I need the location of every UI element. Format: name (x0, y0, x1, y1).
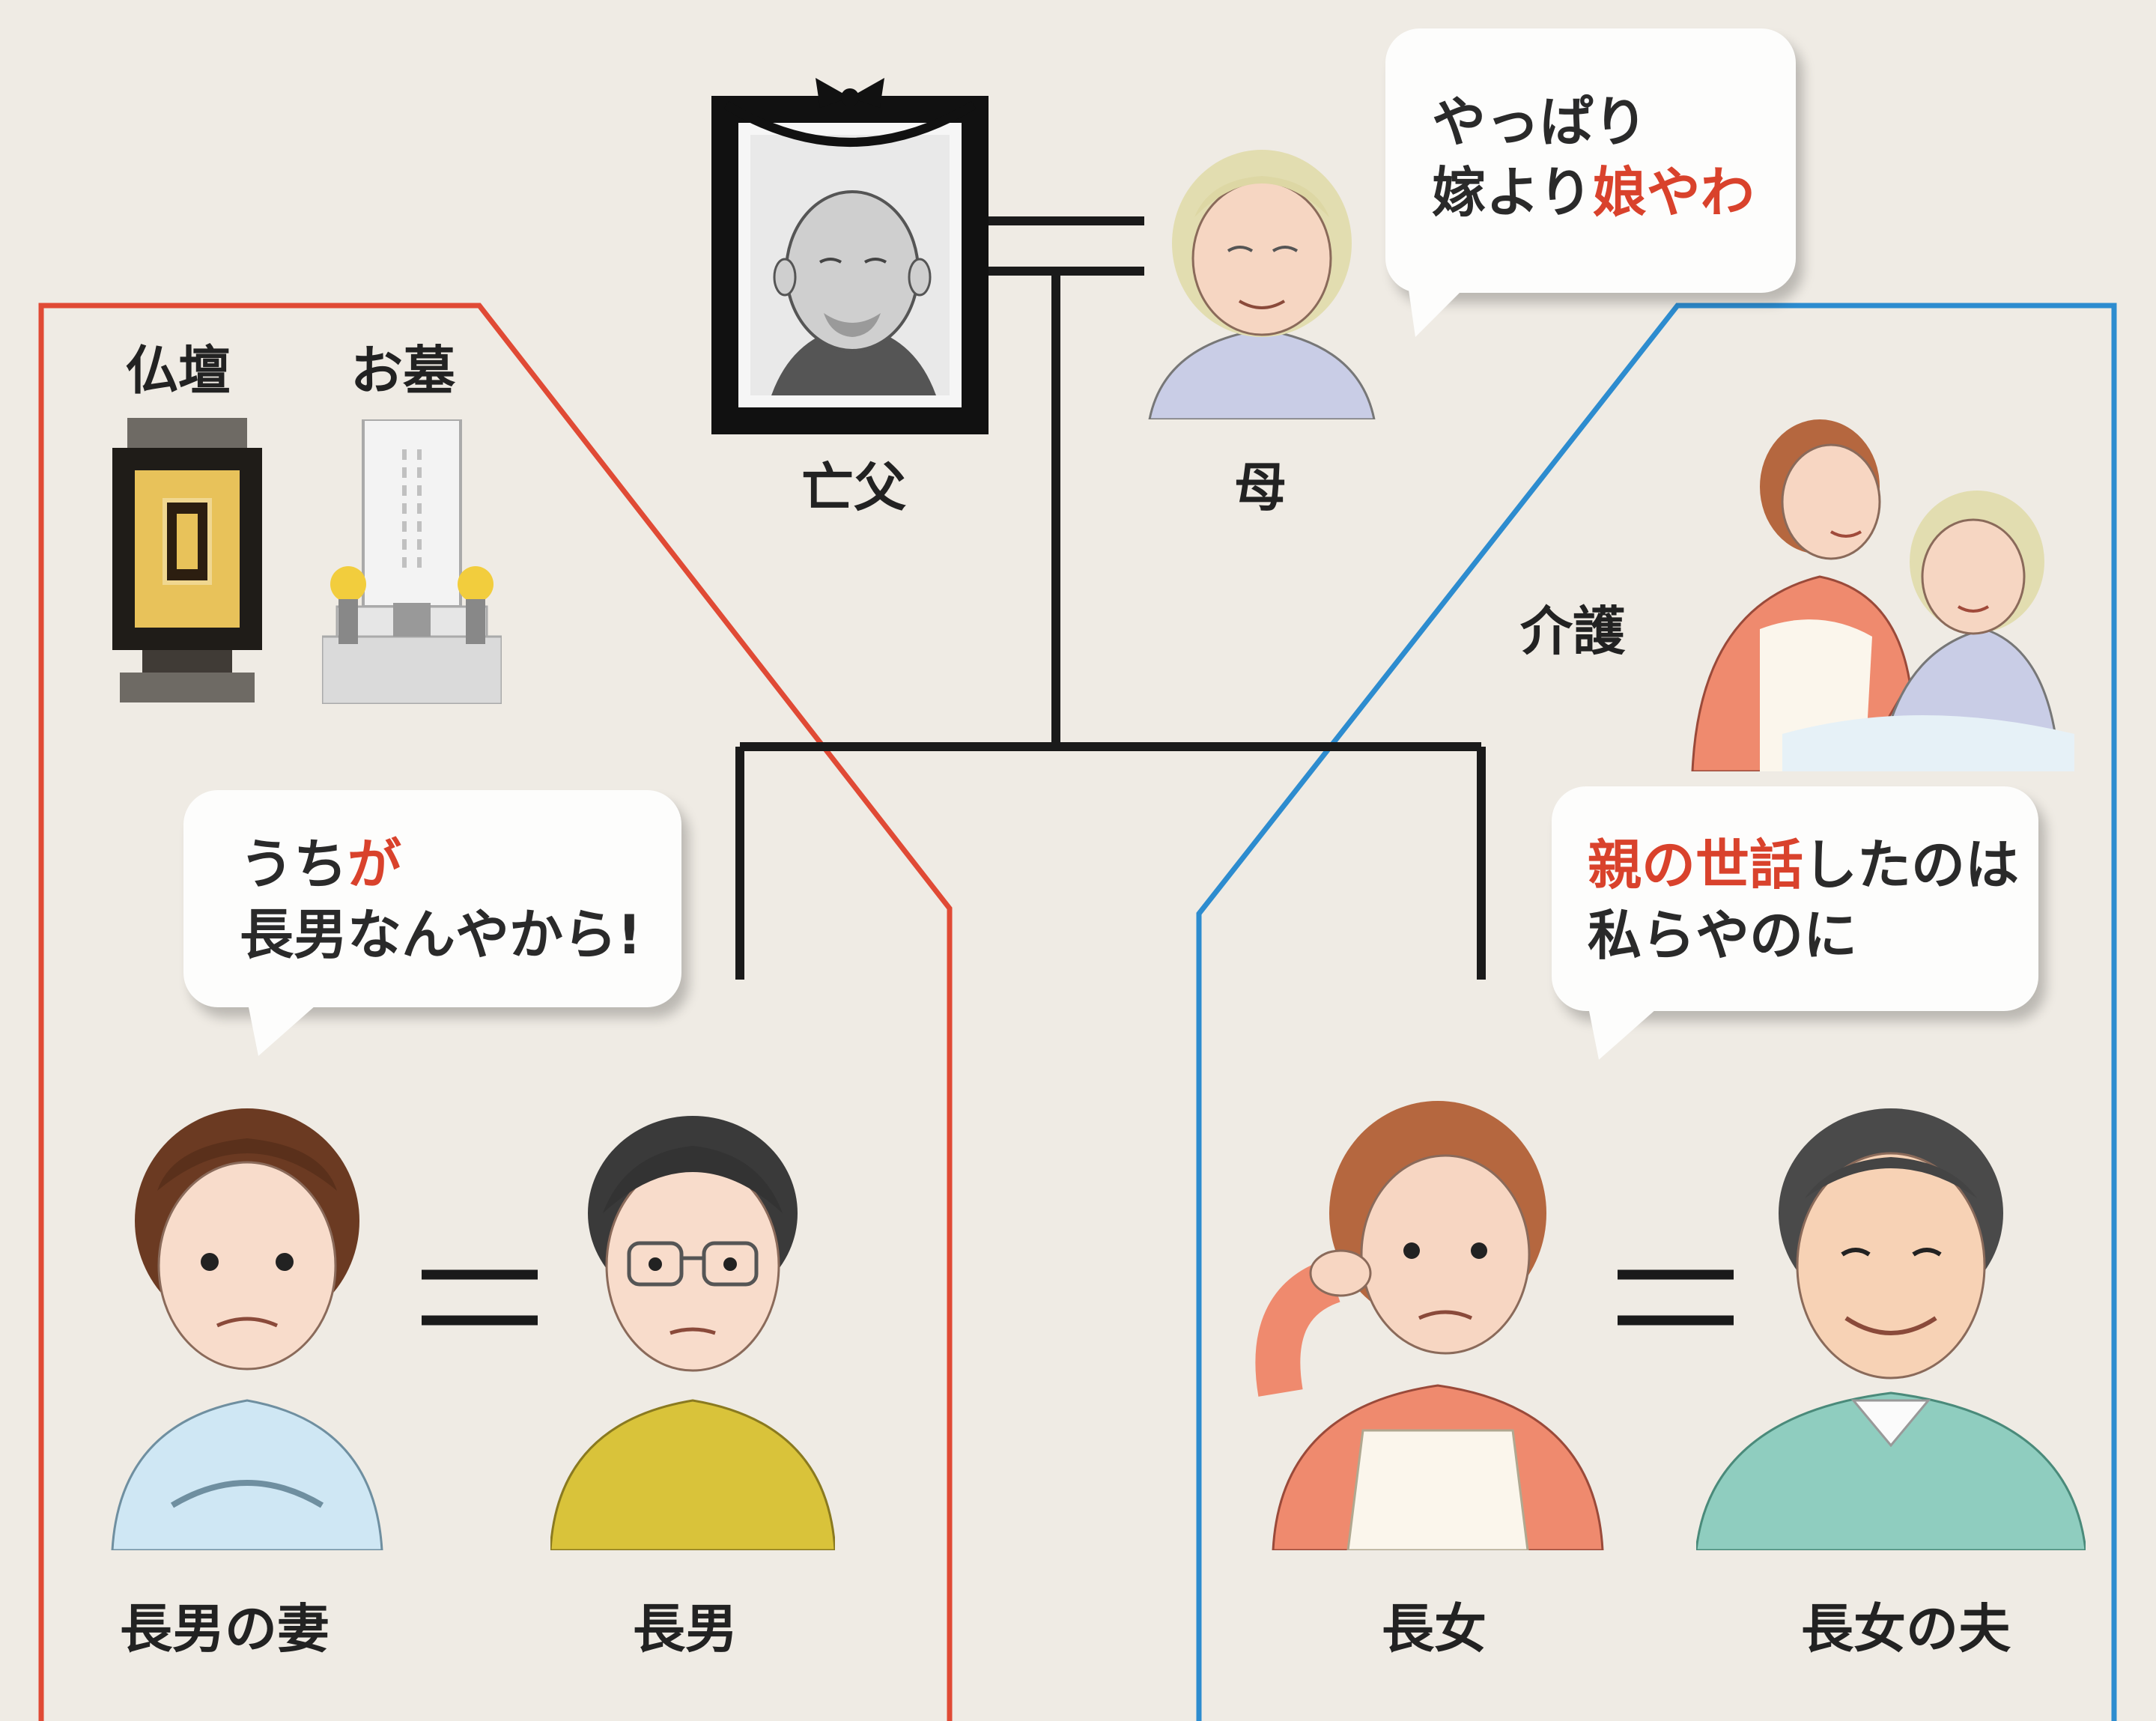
mother-bubble-line1: やっぱり (1432, 91, 1648, 154)
red-group-boundary (38, 303, 953, 1721)
eldest-daughter-husband-label: 長女の夫 (1801, 1598, 2011, 1660)
eldest-daughter-speech-bubble: 親の世話したのは 私らやのに (1552, 786, 2038, 1011)
mother-bubble-line2: 嫁より娘やわ (1432, 157, 1755, 228)
smiling-man-icon (1696, 1108, 2086, 1550)
eldest-daughter-bubble-line2: 私らやのに (1588, 904, 1858, 967)
mother-label: 母 (1234, 457, 1287, 518)
mother-bubble-tail (1408, 285, 1468, 337)
eldest-daughter-bubble-line1-plain: したのは (1803, 834, 2020, 896)
memorial-portrait-icon (711, 78, 989, 434)
mother-bubble-line2-highlight: 娘やわ (1592, 161, 1755, 224)
eldest-son-bubble-line1-highlight: が (347, 833, 402, 896)
eldest-daughter-label: 長女 (1382, 1598, 1487, 1660)
eldest-daughter-bubble-line1: 親の世話したのは (1588, 830, 2019, 900)
butsudan-altar-icon (112, 418, 262, 702)
eldest-daughter-bubble-tail (1588, 1004, 1662, 1060)
caregiving-icon (1691, 419, 2074, 771)
eldest-son-bubble-line1-plain: うち (240, 833, 348, 896)
eldest-daughter-bubble-line1-highlight: 親の世話 (1588, 834, 1804, 896)
grave-stone-icon (322, 419, 502, 704)
man-glasses-icon (550, 1116, 835, 1550)
butsudan-label: 仏壇 (126, 340, 231, 401)
late-father-label: 亡父 (801, 457, 906, 518)
eldest-son-wife-label: 長男の妻 (120, 1598, 330, 1660)
woman-arms-crossed-icon (111, 1108, 383, 1550)
elderly-woman-icon (1148, 150, 1376, 419)
kaigo-label: 介護 (1520, 601, 1625, 662)
mother-bubble-line2-plain: 嫁より (1432, 161, 1593, 224)
eldest-son-bubble-line1: うちが (240, 829, 642, 899)
eldest-son-speech-bubble: うちが 長男なんやから! (183, 790, 681, 1007)
eldest-son-bubble-line2: 長男なんやから! (240, 903, 642, 966)
mother-speech-bubble: やっぱり 嫁より娘やわ (1385, 28, 1796, 293)
blue-group-boundary (1196, 303, 2117, 1721)
eldest-son-label: 長男 (633, 1598, 738, 1660)
woman-apron-icon (1255, 1101, 1604, 1550)
ohaka-label: お墓 (350, 340, 455, 401)
eldest-son-bubble-tail (247, 1000, 322, 1056)
